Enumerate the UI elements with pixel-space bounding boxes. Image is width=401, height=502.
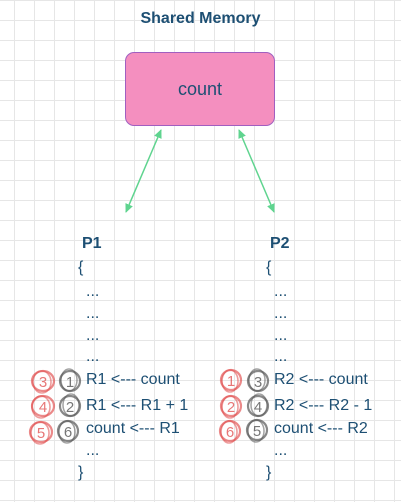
- order-marker: 4: [30, 394, 56, 419]
- svg-text:6: 6: [64, 424, 72, 441]
- p2-ellipsis: ...: [274, 283, 288, 300]
- p1-ellipsis: ...: [86, 327, 100, 344]
- svg-text:6: 6: [226, 424, 234, 441]
- p2-ellipsis: ...: [274, 327, 288, 344]
- p1-ellipsis-tail: ...: [86, 442, 100, 459]
- p2-ellipsis: ...: [274, 348, 288, 365]
- p2-close-brace: }: [266, 464, 272, 481]
- order-marker: 2: [219, 394, 243, 419]
- shared-variable-label: count: [177, 78, 223, 99]
- order-marker: 1: [219, 368, 243, 393]
- step-marker: 5: [245, 418, 269, 443]
- p1-line-3: count <--- R1: [86, 420, 180, 437]
- p2-ellipsis-tail: ...: [274, 442, 288, 459]
- step-marker: 4: [246, 393, 270, 418]
- p1-memory-arrow: [125, 129, 162, 213]
- p1-open-brace: {: [78, 259, 84, 276]
- order-marker: 3: [30, 369, 56, 394]
- p1-ellipsis: ...: [86, 283, 100, 300]
- svg-text:4: 4: [254, 399, 262, 416]
- p1-ellipsis: ...: [86, 305, 100, 322]
- order-marker: 5: [28, 420, 54, 445]
- p1-line-1: R1 <--- count: [86, 371, 180, 388]
- shared-memory-box: count: [125, 52, 275, 126]
- p1-ellipsis: ...: [86, 348, 100, 365]
- svg-text:1: 1: [66, 374, 74, 391]
- step-marker: 2: [58, 393, 82, 418]
- p2-line-3: count <--- R2: [274, 420, 368, 437]
- svg-text:3: 3: [39, 374, 47, 391]
- p2-line-2: R2 <--- R2 - 1: [274, 397, 373, 414]
- p2-line-1: R2 <--- count: [274, 371, 368, 388]
- p2-memory-arrow: [238, 129, 275, 213]
- svg-text:1: 1: [227, 373, 235, 390]
- svg-text:5: 5: [37, 425, 45, 442]
- p2-title: P2: [270, 235, 290, 252]
- svg-text:3: 3: [254, 374, 262, 391]
- step-marker: 1: [58, 368, 82, 393]
- step-marker: 3: [246, 368, 270, 393]
- svg-text:4: 4: [39, 399, 47, 416]
- order-marker: 6: [218, 419, 242, 444]
- p1-close-brace: }: [78, 464, 84, 481]
- step-marker: 6: [56, 419, 80, 444]
- svg-text:2: 2: [227, 399, 235, 416]
- svg-text:2: 2: [66, 399, 74, 416]
- p1-title: P1: [82, 235, 102, 252]
- p2-open-brace: {: [266, 259, 272, 276]
- p1-line-2: R1 <--- R1 + 1: [86, 397, 189, 414]
- diagram-title: Shared Memory: [140, 10, 261, 27]
- svg-text:5: 5: [253, 423, 261, 440]
- p2-ellipsis: ...: [274, 305, 288, 322]
